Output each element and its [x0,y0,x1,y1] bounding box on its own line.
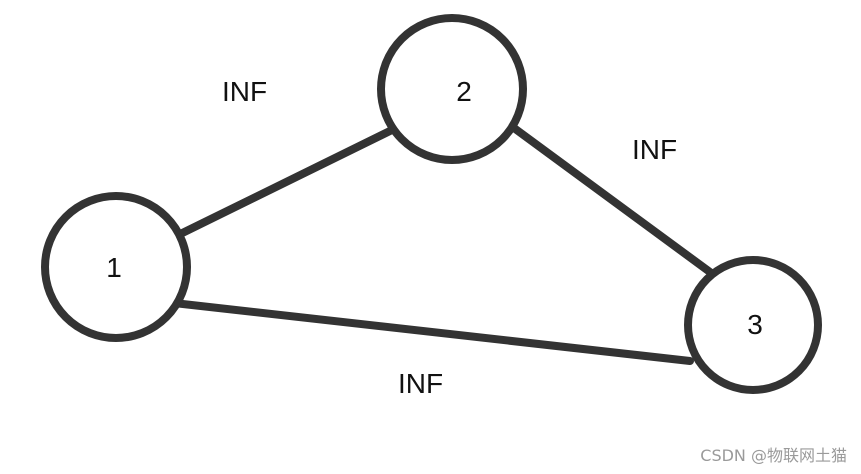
edge-2-3-label: INF [632,134,677,165]
node-2-label: 2 [456,76,472,107]
edge-1-2-label: INF [222,76,267,107]
edge-2-3 [510,124,752,304]
node-3: 3 [684,256,822,394]
node-1-circle [41,192,191,342]
edge-1-2 [158,123,402,247]
node-1: 1 [41,192,191,342]
node-1-label: 1 [106,252,122,283]
node-2: 2 [377,14,527,164]
node-2-circle [377,14,527,164]
edge-1-3-label: INF [398,368,443,399]
watermark-text: CSDN @物联网土猫 [700,446,847,465]
node-3-circle [684,256,822,394]
node-3-label: 3 [747,309,763,340]
edge-1-3 [161,298,694,365]
